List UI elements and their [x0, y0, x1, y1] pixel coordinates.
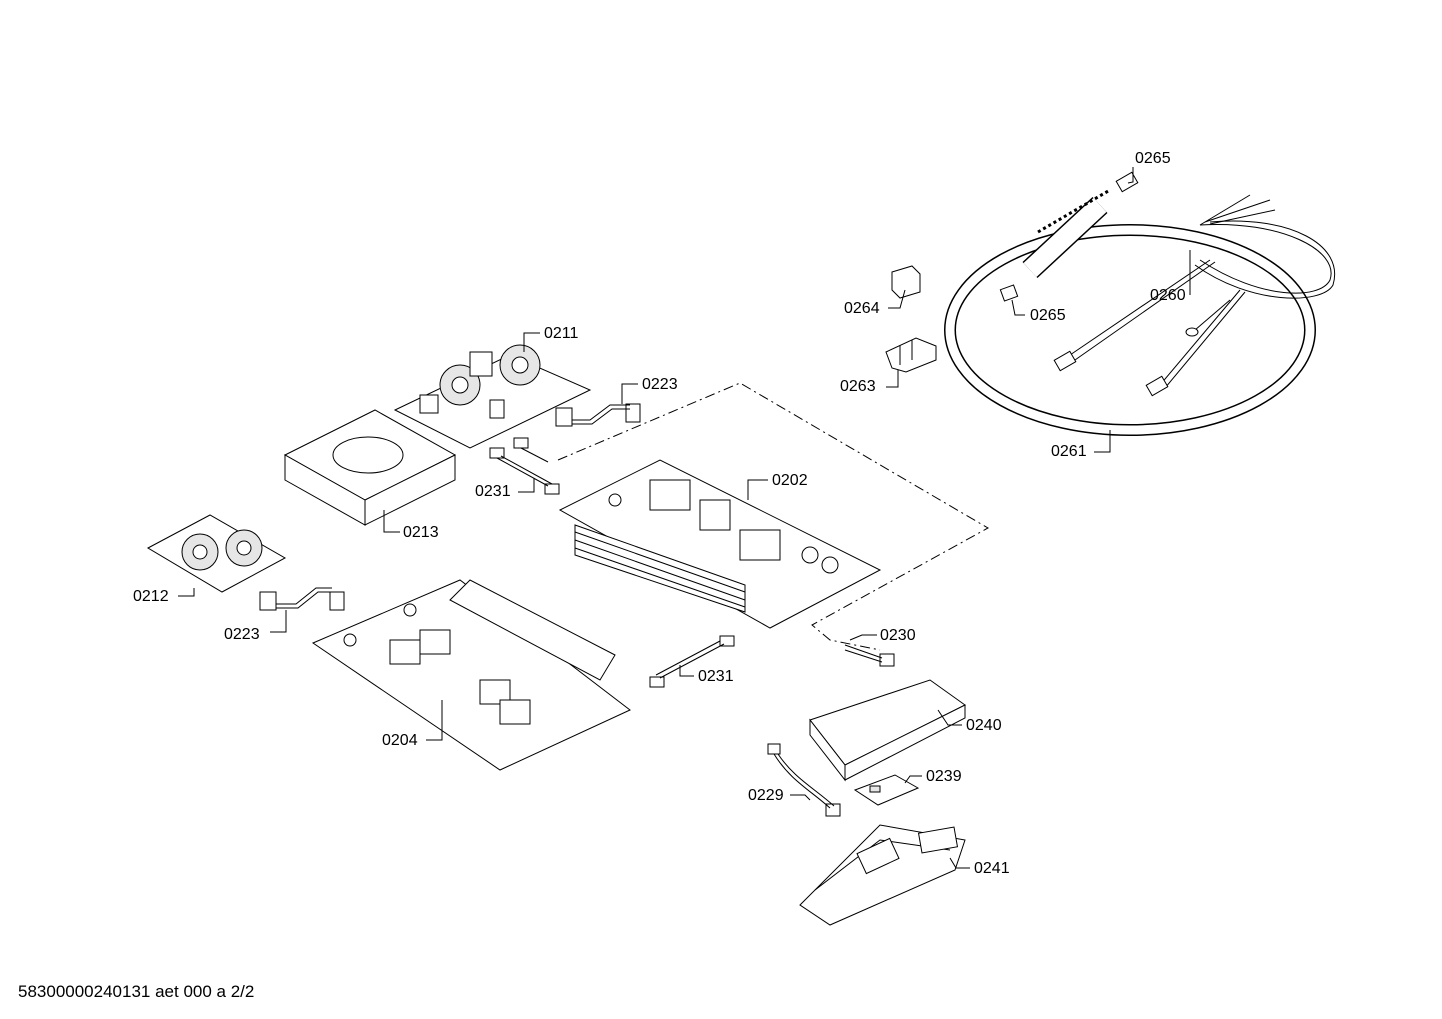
leader-lines: [178, 167, 1191, 869]
label-0265-mid: 0265: [1030, 307, 1066, 324]
part-0261-hose: [944, 188, 1316, 436]
label-0261: 0261: [1051, 443, 1087, 460]
label-0223-bottom: 0223: [224, 626, 260, 643]
part-0204-board: [311, 579, 631, 771]
label-0263: 0263: [840, 378, 876, 395]
label-0212: 0212: [133, 588, 169, 605]
label-0265-top: 0265: [1135, 150, 1171, 167]
part-0223-harness-top: [555, 403, 641, 427]
label-0260: 0260: [1150, 287, 1186, 304]
label-0223-top: 0223: [642, 376, 678, 393]
label-0202: 0202: [772, 472, 808, 489]
part-0260-wires: [1053, 194, 1336, 397]
part-0263-bracket: [885, 337, 937, 373]
document-id-footer: 58300000240131 aet 000 a 2/2: [18, 982, 255, 1001]
label-0204: 0204: [382, 732, 418, 749]
part-0264-clip: [891, 265, 921, 299]
part-0211-board: [393, 344, 592, 449]
part-0231-harness-top: [489, 437, 560, 495]
assembly-outline: [557, 382, 990, 651]
part-0230-harness: [844, 644, 895, 667]
part-0239-board: [853, 774, 920, 806]
label-0241: 0241: [974, 860, 1010, 877]
part-0223-harness-bottom: [259, 587, 345, 611]
label-0231-bottom: 0231: [698, 668, 734, 685]
label-0264: 0264: [844, 300, 880, 317]
part-0229-harness: [767, 743, 841, 817]
part-0231-harness-bottom: [649, 635, 735, 688]
label-0239: 0239: [926, 768, 962, 785]
part-0202-board: [558, 459, 882, 629]
label-0229: 0229: [748, 787, 784, 804]
part-0240-board: [809, 679, 966, 782]
part-0212-board: [146, 514, 287, 593]
part-0241-housing: [799, 824, 966, 926]
label-0231-top: 0231: [475, 483, 511, 500]
label-0240: 0240: [966, 717, 1002, 734]
label-0213: 0213: [403, 524, 439, 541]
part-0213-coil: [283, 409, 457, 526]
label-0211: 0211: [544, 325, 579, 342]
part-0265-grommets: [999, 171, 1139, 302]
label-0230: 0230: [880, 627, 916, 644]
